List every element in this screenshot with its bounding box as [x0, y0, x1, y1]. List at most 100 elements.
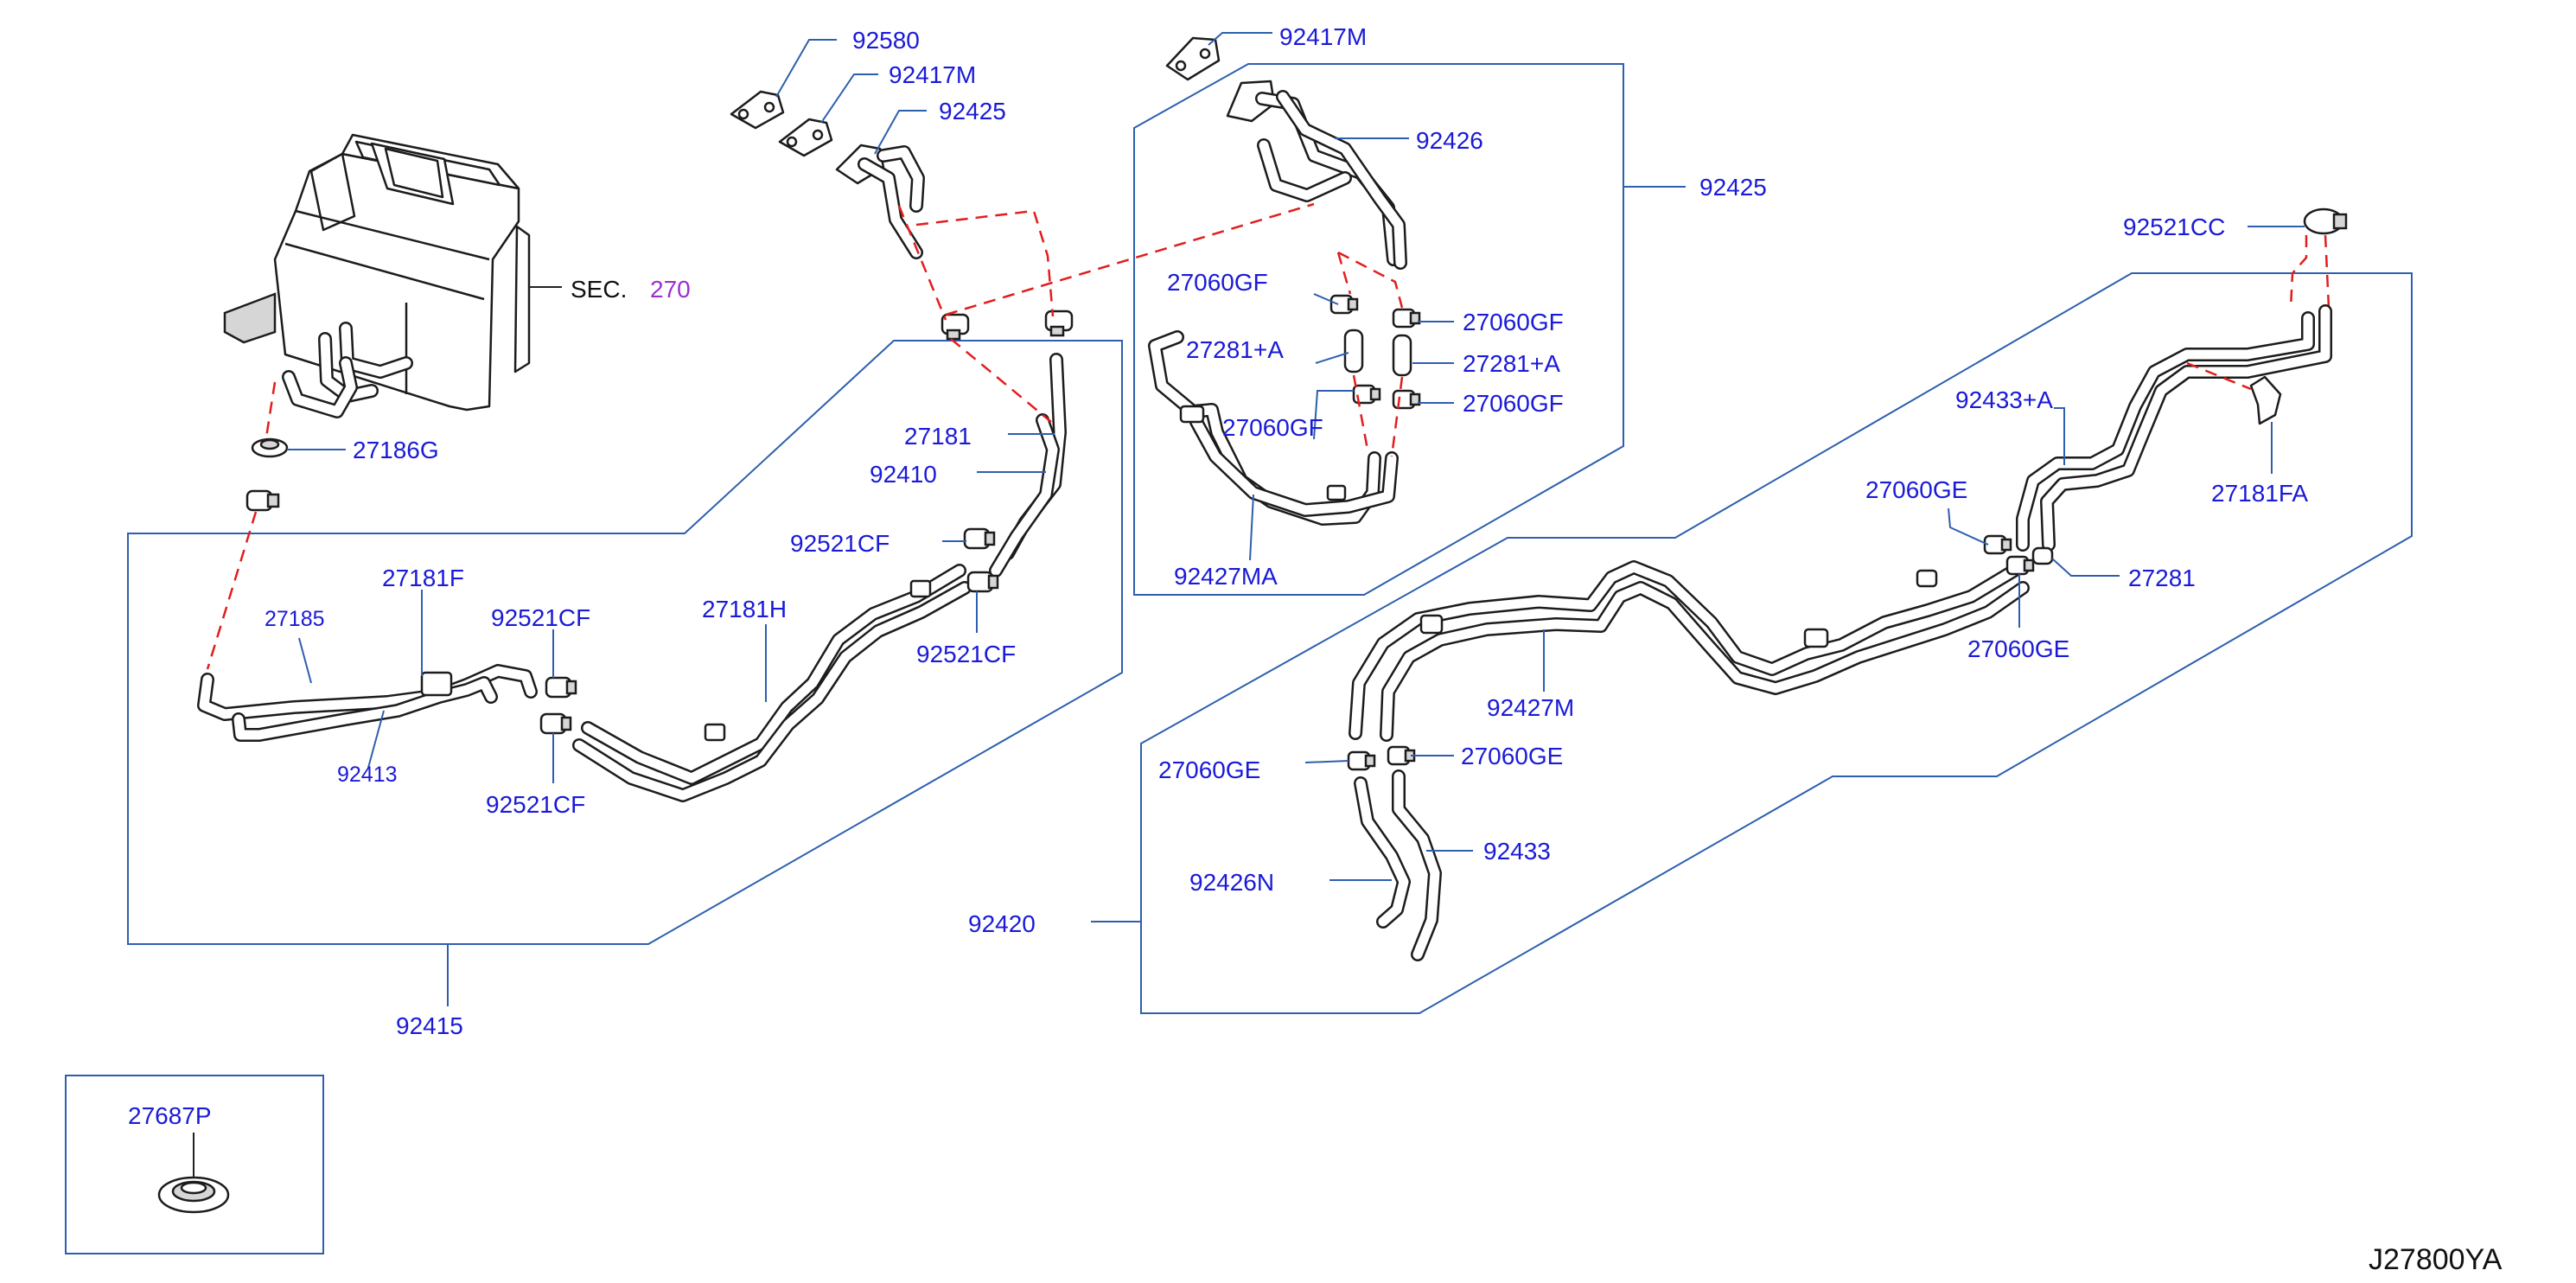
group-box-92420 — [1140, 272, 2413, 1014]
clamp-upper-right — [1044, 310, 1074, 337]
label-27181F[interactable]: 27181F — [382, 565, 464, 591]
dash-92426-hose-b — [1390, 376, 1404, 457]
label-92420-group[interactable]: 92420 — [968, 910, 1036, 937]
label-92521CF-b[interactable]: 92521CF — [491, 604, 590, 631]
label-27186G[interactable]: 27186G — [353, 437, 439, 463]
clamp-27060GF-b — [1392, 308, 1421, 329]
label-27281A-a[interactable]: 27281+A — [1186, 336, 1284, 363]
pipe-92413 — [232, 671, 498, 742]
label-sec-prefix: SEC. — [571, 276, 627, 303]
leader-92433A — [2054, 407, 2065, 465]
label-92415-group[interactable]: 92415 — [396, 1012, 463, 1039]
leader-27060GE-c — [1304, 760, 1349, 763]
clamp-27060GE-b — [2005, 555, 2035, 576]
label-92433[interactable]: 92433 — [1483, 838, 1551, 865]
leader-92413 — [367, 710, 385, 769]
label-92580[interactable]: 92580 — [852, 27, 920, 54]
clamp-92521CF-c — [966, 571, 999, 593]
pipe-92433 — [1392, 769, 1442, 961]
label-27060GE-a[interactable]: 27060GE — [1865, 476, 1967, 503]
label-27281[interactable]: 27281 — [2128, 565, 2196, 591]
clamp-27186G — [245, 489, 280, 512]
dash-92426-hose-a — [1352, 374, 1369, 450]
label-27060GF-b[interactable]: 27060GF — [1463, 309, 1564, 335]
gasket-92417M-left — [778, 118, 833, 157]
label-92417M-a[interactable]: 92417M — [889, 61, 976, 88]
leader-92417M-a — [820, 73, 878, 124]
label-27687P[interactable]: 27687P — [128, 1102, 212, 1129]
label-92426[interactable]: 92426 — [1416, 127, 1483, 154]
clamp-27060GE-a — [1983, 534, 2012, 555]
leader-27281 — [2051, 558, 2120, 577]
label-92425-a[interactable]: 92425 — [939, 98, 1006, 124]
label-92521CC[interactable]: 92521CC — [2123, 214, 2225, 240]
heater-unit-illustration — [223, 133, 531, 418]
label-27060GE-c[interactable]: 27060GE — [1158, 756, 1260, 783]
pipe-92425-top — [835, 144, 925, 259]
dash-92426-clamps — [1336, 252, 1352, 295]
clamp-27060GE-c — [1347, 750, 1376, 771]
leader-92417M-b — [1208, 32, 1272, 46]
label-92521CF-d[interactable]: 92521CF — [486, 791, 585, 818]
dash-heater-grommet — [265, 381, 277, 438]
bracket-27181FA — [2249, 375, 2282, 425]
label-27181H[interactable]: 27181H — [702, 596, 787, 622]
pipe-92433A — [2016, 304, 2332, 552]
clamp-27060GE-d — [1387, 745, 1416, 766]
gasket-92580 — [730, 90, 785, 130]
clamp-92521CF-d — [539, 712, 572, 735]
pipe-92427M — [1349, 560, 2030, 742]
label-92521CF-c[interactable]: 92521CF — [916, 641, 1016, 667]
pipe-92426N — [1354, 776, 1411, 929]
label-27181FA[interactable]: 27181FA — [2211, 480, 2308, 507]
clamp-27060GF-c — [1352, 384, 1381, 405]
leader-92580 — [775, 39, 837, 98]
clamp-27060GF-a — [1329, 294, 1359, 315]
label-92417M-b[interactable]: 92417M — [1279, 23, 1367, 50]
clamp-92521CC — [2303, 207, 2348, 235]
label-27060GF-d[interactable]: 27060GF — [1463, 390, 1564, 417]
grommet-27186G — [251, 437, 289, 458]
label-27185[interactable]: 27185 — [265, 607, 325, 631]
dash-grommet-pipe — [206, 511, 258, 670]
leader-27185 — [298, 637, 312, 684]
dash-92521CC-a — [2289, 235, 2308, 309]
label-27060GF-a[interactable]: 27060GF — [1167, 269, 1268, 296]
group-box-92425 — [1133, 63, 1624, 596]
label-92425-group[interactable]: 92425 — [1699, 174, 1767, 201]
label-92426N[interactable]: 92426N — [1189, 869, 1274, 896]
label-92433A[interactable]: 92433+A — [1955, 386, 2053, 413]
gasket-92417M-right — [1165, 36, 1221, 81]
sheet-code: J27800YA — [2369, 1243, 2503, 1276]
pipe-92410 — [989, 413, 1060, 578]
clamp-92521CF-a — [963, 527, 996, 550]
leader-27281A-a — [1315, 352, 1349, 364]
label-27060GE-b[interactable]: 27060GE — [1967, 635, 2069, 662]
pipe-92426 — [1226, 80, 1407, 270]
grommet-27687P — [157, 1176, 230, 1214]
label-27181[interactable]: 27181 — [904, 423, 972, 450]
leader-92425-a — [874, 110, 927, 155]
hose-27281 — [2031, 546, 2054, 565]
group-box-27687P — [65, 1075, 324, 1254]
leader-92427MA — [1249, 494, 1254, 561]
label-27281A-b[interactable]: 27281+A — [1463, 350, 1560, 377]
label-92427MA[interactable]: 92427MA — [1174, 563, 1278, 590]
dash-92425-bend — [915, 209, 1055, 317]
leader-27060GF-a — [1313, 293, 1339, 305]
label-27060GE-d[interactable]: 27060GE — [1461, 743, 1563, 769]
clamp-92521CF-b — [545, 676, 577, 699]
leader-27060GF-c — [1313, 390, 1354, 440]
label-92413[interactable]: 92413 — [337, 763, 398, 787]
label-92410[interactable]: 92410 — [870, 461, 937, 488]
pipe-27181H — [572, 564, 972, 802]
label-92521CF-a[interactable]: 92521CF — [790, 530, 889, 557]
hose-27281A-b — [1392, 334, 1412, 377]
label-92427M[interactable]: 92427M — [1487, 694, 1574, 721]
pipe-92427MA — [1148, 330, 1399, 526]
group-box-92415 — [127, 340, 1123, 945]
label-sec-number[interactable]: 270 — [650, 276, 691, 303]
dash-to-92426 — [945, 202, 1315, 316]
label-27060GF-c[interactable]: 27060GF — [1222, 414, 1323, 441]
